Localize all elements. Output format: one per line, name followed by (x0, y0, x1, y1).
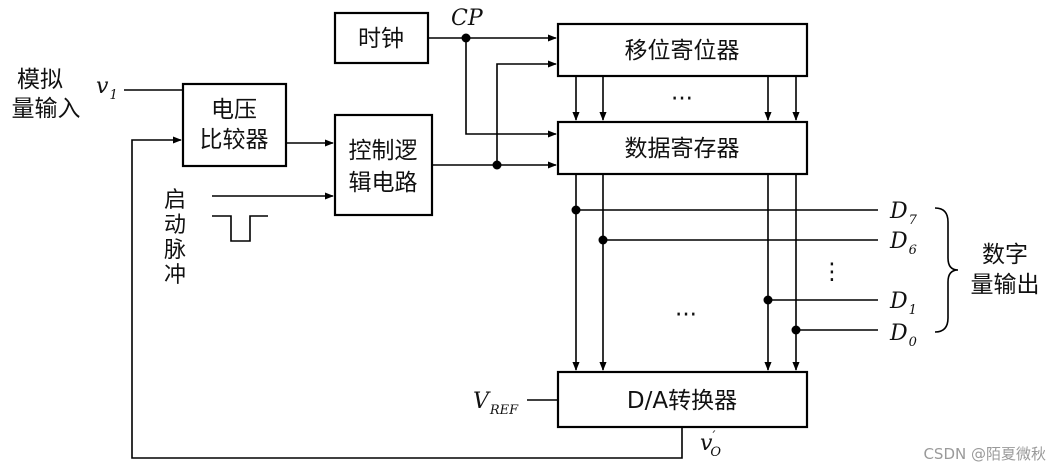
dac-block: D/A转换器 (556, 370, 809, 429)
dac-label: D/A转换器 (627, 388, 737, 414)
start-pulse-label-2: 动 (164, 213, 186, 238)
control-logic-label-line1: 控制逻 (349, 138, 418, 164)
analog-input-label-line2: 量输入 (12, 96, 81, 122)
control-to-shift-register-wire (496, 60, 557, 165)
d7-tap-dot (571, 205, 581, 215)
control-logic-block: 控制逻 辑电路 (333, 113, 434, 217)
comparator-label-line2: 比较器 (200, 127, 269, 153)
digital-output-brace (934, 207, 959, 333)
digital-output-label-line1: 数字 (982, 242, 1028, 268)
outputs-ellipsis: ⋮ (821, 259, 844, 285)
bus-ellipsis: ··· (675, 302, 697, 328)
feedback-wire (131, 136, 683, 459)
d1-label: D1 (889, 289, 917, 318)
register-ellipsis: ··· (671, 86, 693, 112)
start-pulse-label-1: 启 (164, 188, 186, 213)
clock-block: 时钟 (333, 11, 430, 65)
d7-label: D7 (889, 199, 918, 228)
start-pulse-label-4: 冲 (164, 263, 186, 288)
d6-label: D6 (889, 229, 917, 258)
start-pulse-label-3: 脉 (164, 238, 186, 263)
control-logic-label-line2: 辑电路 (349, 170, 418, 196)
vo-label: v′O (700, 429, 721, 460)
d1-tap-dot (763, 295, 773, 305)
d0-label: D0 (889, 321, 917, 350)
clock-label: 时钟 (358, 26, 404, 52)
d6-tap-dot (598, 235, 608, 245)
vref-label: VREF (473, 389, 519, 418)
shift-register-block: 移位寄位器 (556, 22, 809, 78)
v1-label: v1 (96, 74, 118, 103)
watermark: CSDN @陌夏微秋 (923, 445, 1046, 463)
d0-tap-dot (791, 325, 801, 335)
data-register-label: 数据寄存器 (625, 136, 740, 162)
comparator-label-line1: 电压 (211, 97, 257, 123)
cp-to-data-register-wire (465, 38, 557, 138)
analog-input-label-line1: 模拟 (17, 67, 63, 93)
digital-output-label-line2: 量输出 (971, 272, 1040, 298)
start-pulse-waveform (212, 215, 268, 242)
comparator-block: 电压 比较器 (181, 82, 288, 168)
cp-label: CP (451, 6, 484, 31)
data-register-block: 数据寄存器 (556, 120, 809, 176)
shift-register-label: 移位寄位器 (625, 38, 740, 64)
